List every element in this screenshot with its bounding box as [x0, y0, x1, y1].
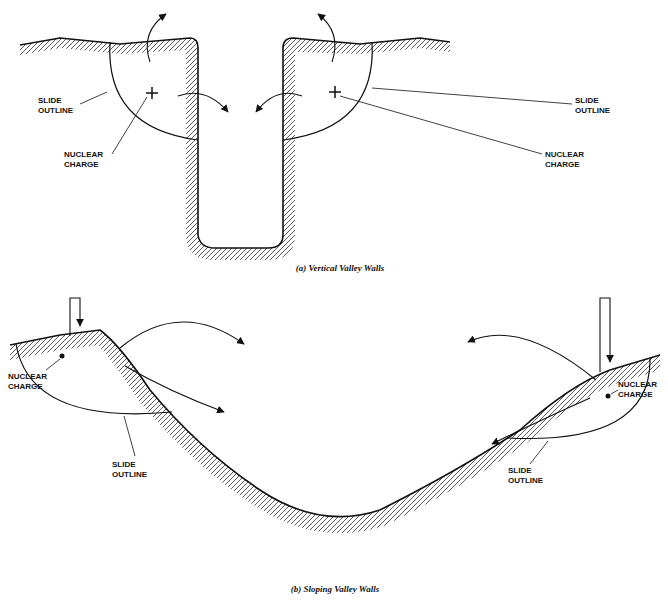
callout-label: NUCLEAR CHARGE: [8, 372, 47, 392]
callout-label: SLIDE OUTLINE: [575, 96, 610, 116]
callout-label: SLIDE OUTLINE: [38, 96, 73, 116]
figure-caption: (b) Sloping Valley Walls: [291, 584, 379, 594]
vertical-valley: [20, 14, 572, 260]
sloping-valley: [10, 298, 660, 533]
callout-label: SLIDE OUTLINE: [112, 460, 147, 480]
callout-label: SLIDE OUTLINE: [508, 466, 543, 486]
callout-label: NUCLEAR CHARGE: [545, 150, 584, 170]
callout-label: NUCLEAR CHARGE: [618, 380, 657, 400]
figure-caption: (a) Vertical Valley Walls: [296, 263, 384, 273]
callout-label: NUCLEAR CHARGE: [64, 150, 103, 170]
